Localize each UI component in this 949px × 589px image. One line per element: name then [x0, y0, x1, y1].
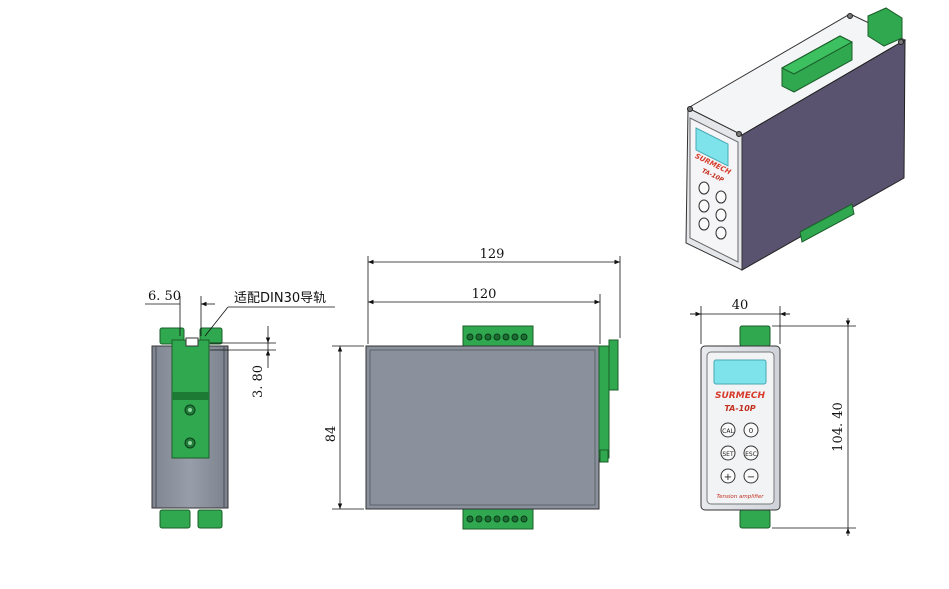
front-view-long: 129 120 84 [324, 247, 621, 530]
panel-buttons: CAL 0 SET ESC + − [720, 422, 759, 484]
front-panel-view: SURMECH TA-10P CAL 0 SET ESC + − Tension… [690, 298, 856, 536]
button-minus-label: − [747, 472, 755, 483]
brand-logo: SURMECH [715, 391, 765, 401]
button-set-label: SET [722, 451, 734, 458]
isometric-view: SURMECH TA-10P [685, 7, 907, 271]
iso-display-screen [695, 127, 729, 167]
dim-body-length: 120 [472, 287, 497, 302]
dim-overall-height: 104. 40 [831, 402, 846, 452]
button-esc-label: ESC [745, 451, 757, 458]
button-zero-label: 0 [749, 427, 753, 435]
button-cal-label: CAL [722, 428, 734, 435]
dim-height: 84 [324, 426, 339, 443]
dim-width: 40 [732, 298, 749, 313]
iso-buttons [698, 181, 727, 240]
button-plus-label: + [724, 472, 732, 483]
dim-din-height: 3. 80 [251, 365, 266, 398]
model-label: TA-10P [724, 404, 755, 413]
footer-label: Tension amplifier [716, 494, 764, 500]
top-terminal-screws [466, 333, 528, 341]
side-view-din: 6. 50 适配DIN30导轨 3. 80 [145, 289, 335, 529]
bottom-terminal-screws [466, 515, 528, 523]
dim-din-offset: 6. 50 [148, 289, 181, 304]
display-screen [713, 359, 767, 385]
dim-overall-length: 129 [480, 247, 505, 262]
din-rail-note: 适配DIN30导轨 [234, 291, 326, 306]
